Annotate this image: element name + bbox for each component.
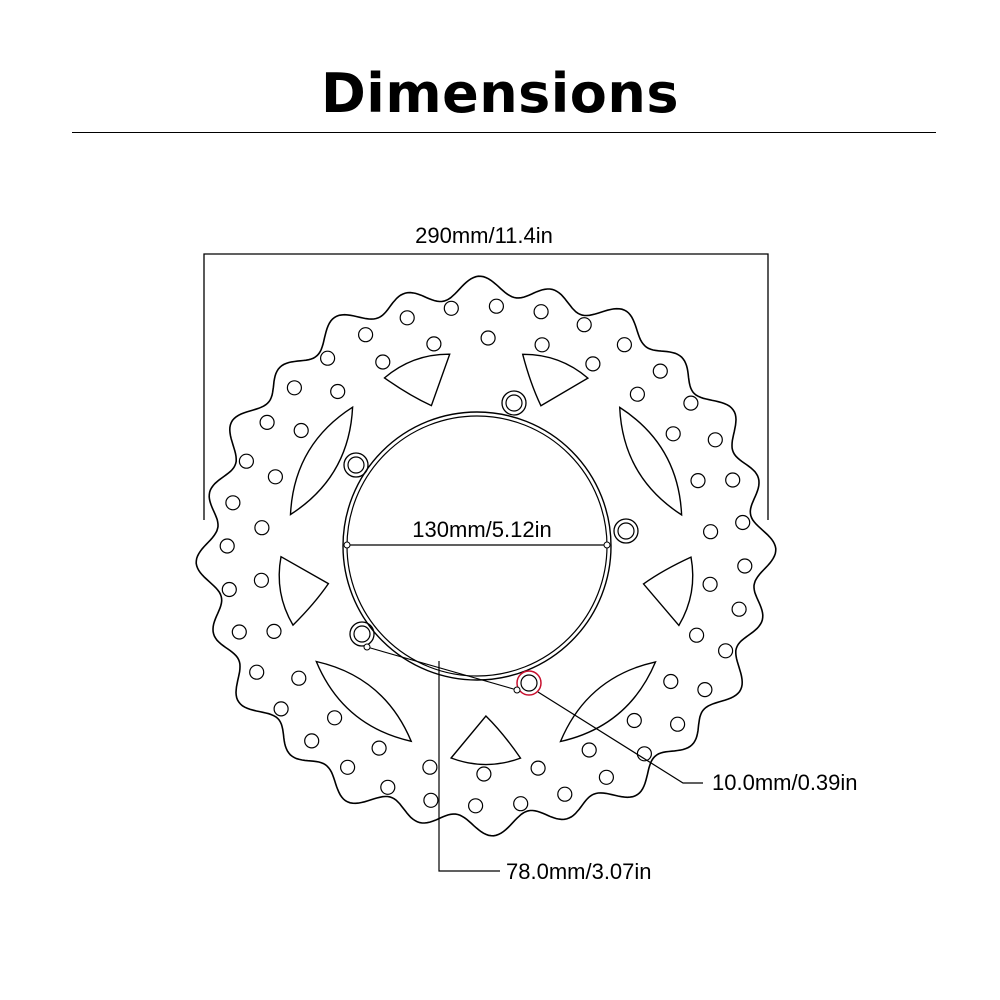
vent-window [278,555,330,627]
center-bore-outer [342,411,612,681]
drilled-hole [468,798,484,814]
drilled-hole [380,779,396,795]
drilled-hole [358,327,374,343]
drilled-hole [702,576,718,592]
drilled-hole [534,337,550,353]
vent-window [315,660,413,743]
drilled-hole [443,300,459,316]
vent-window [449,714,522,766]
drilled-hole [266,623,282,640]
drilled-hole [371,740,387,756]
drilled-hole [731,601,747,617]
vent-window [521,353,590,407]
outer-diameter-bracket [203,253,769,520]
page-title: Dimensions [320,62,679,125]
drilled-hole [616,337,633,353]
drilled-hole [426,336,442,352]
drilled-hole [702,524,719,540]
drilled-hole [249,664,265,680]
drilled-hole [327,710,343,726]
title-divider [72,132,936,133]
drilled-hole [663,673,679,690]
inner-diameter-end-right [603,541,611,549]
drilled-hole [286,380,302,396]
drilled-hole [533,304,549,320]
drilled-hole [665,426,681,442]
drilled-hole [683,395,699,411]
drilled-hole [259,414,275,430]
drilled-hole [291,670,307,686]
drilled-hole [273,701,289,717]
bolt-hole-lower-left [349,621,375,647]
vent-window [559,660,657,743]
drilled-hole [557,786,573,802]
drilled-holes [219,298,753,814]
bolt-hole-leader [537,691,703,784]
drilled-hole [225,495,241,511]
inner-diameter-end-left [343,541,351,549]
drilled-hole [423,792,439,808]
bolt-hole-label: 10.0mm/0.39in [712,770,858,795]
vent-windows [278,353,694,766]
drilled-hole [530,760,546,776]
drilled-hole [513,796,529,812]
drilled-hole [293,422,309,439]
drilled-hole [221,581,237,598]
drilled-hole [737,558,753,574]
drilled-hole [480,330,496,346]
drilled-hole [476,766,492,782]
center-bore-inner [346,415,608,677]
vent-window [642,556,694,627]
drilled-hole [422,759,438,775]
drilled-hole [576,317,592,333]
vent-window [383,353,451,407]
drilled-hole [717,643,734,659]
drilled-hole [697,681,713,698]
drilled-hole [626,712,642,729]
drilled-hole [340,759,356,775]
drilled-hole [629,386,646,402]
drilled-hole [238,453,254,469]
drilled-hole [652,363,668,379]
vent-window [289,405,354,516]
outer-diameter-label: 290mm/11.4in [415,223,553,248]
bolt-pitch-end-left [363,643,371,651]
offset-label: 78.0mm/3.07in [506,859,652,884]
bolt-hole-left [343,452,369,478]
offset-leader [438,661,500,872]
drilled-hole [399,310,415,326]
bolt-hole-top [501,390,527,416]
drilled-hole [690,473,706,489]
drilled-hole [219,538,235,554]
inner-diameter-label: 130mm/5.12in [412,517,551,542]
drilled-hole [304,733,320,749]
drilled-hole [725,472,741,488]
drilled-hole [585,356,601,372]
mount-bolt-holes [343,390,639,696]
drilled-hole [375,354,391,370]
bolt-hole-right [613,518,639,544]
drilled-hole [598,769,615,785]
vent-window [618,406,683,517]
drilled-hole [320,350,336,366]
bolt-pitch-line [366,646,518,691]
bolt-pitch-end-right [513,686,521,694]
drilled-hole [267,469,283,485]
drilled-hole [254,520,270,536]
drilled-hole [707,432,723,448]
drilled-hole [581,742,597,758]
drilled-hole [669,716,686,732]
drilled-hole [231,624,247,640]
disc-outline [195,275,777,837]
drilled-hole [735,514,751,531]
bolt-hole-highlighted [516,670,542,696]
drilled-hole [688,627,705,643]
drilled-hole [488,298,504,314]
drilled-hole [253,572,269,588]
drilled-hole [330,383,346,400]
